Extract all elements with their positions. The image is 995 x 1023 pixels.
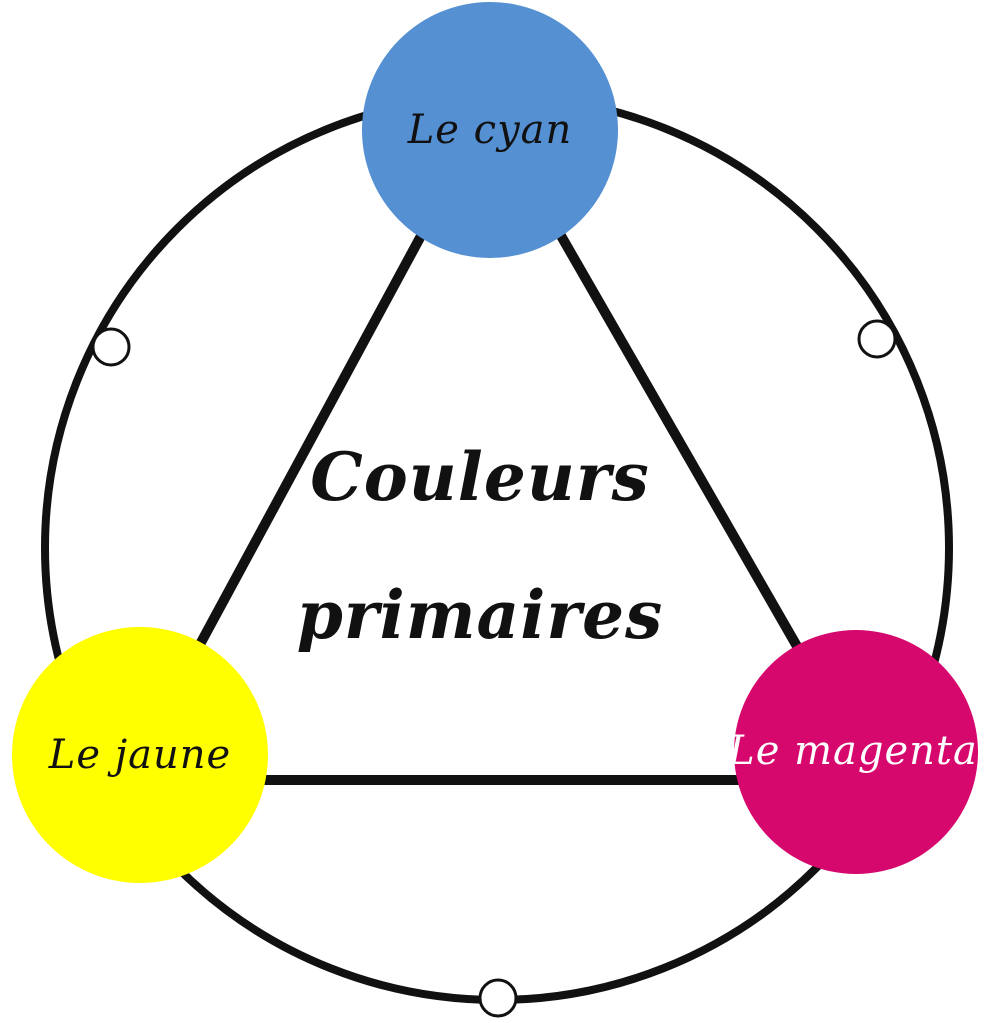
connector-dot-left — [91, 327, 131, 367]
node-cyan: Le cyan — [362, 2, 618, 258]
triangle-edge-cyan-jaune — [193, 229, 427, 653]
cyan-label: Le cyan — [407, 107, 573, 153]
title-line-2: primaires — [297, 576, 664, 654]
jaune-circle — [12, 627, 268, 883]
magenta-circle — [734, 630, 978, 874]
center-title: Couleurs primaires — [297, 438, 664, 654]
cyan-circle — [362, 2, 618, 258]
node-magenta: Le magenta — [727, 630, 978, 874]
triangle-edge-cyan-magenta — [555, 229, 803, 653]
jaune-label: Le jaune — [48, 732, 231, 778]
magenta-label: Le magenta — [727, 728, 978, 774]
connector-dot-bottom — [478, 978, 518, 1018]
node-jaune: Le jaune — [12, 627, 268, 883]
title-line-1: Couleurs — [310, 438, 650, 516]
connector-dot-right — [857, 319, 897, 359]
